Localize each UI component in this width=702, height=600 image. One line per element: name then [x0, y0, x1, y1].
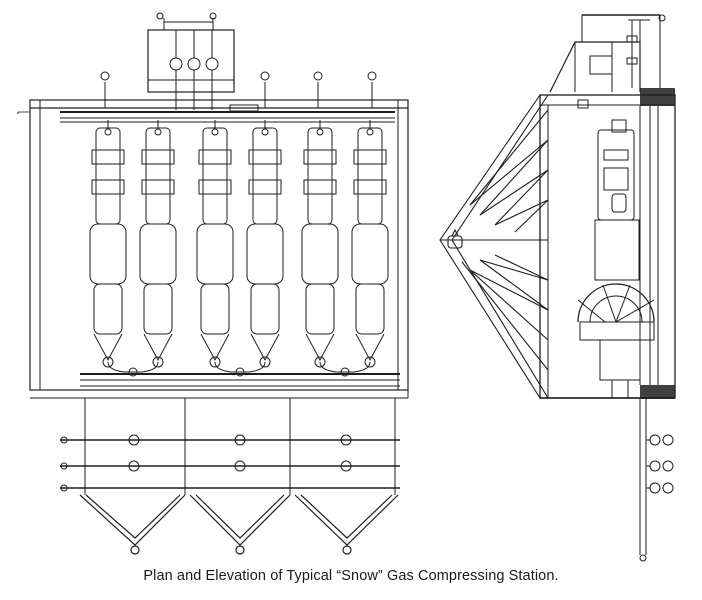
compressor-engine-left: [89, 120, 127, 368]
compressor-engine-right: [246, 120, 284, 368]
compressor-unit-1: [89, 120, 177, 377]
compressor-engine-right: [351, 120, 389, 368]
plan-meter-house: [147, 12, 235, 110]
plan-lower-header-pipes: [80, 373, 400, 387]
compressor-engine-left: [301, 120, 339, 368]
figure-caption: Plan and Elevation of Typical “Snow” Gas…: [143, 568, 559, 584]
plan-building-outline: [17, 99, 409, 399]
plan-view: [17, 12, 409, 555]
compressor-unit-3: [301, 120, 389, 377]
elevation-outlet-piping: [639, 398, 674, 562]
plan-external-piping: [60, 398, 400, 495]
plan-separator-manifolds: [79, 494, 399, 555]
elevation-view: [439, 14, 676, 562]
elevation-brick-wall: [639, 88, 675, 399]
elevation-stacks: [581, 14, 666, 88]
plan-header-pipes: [30, 71, 408, 123]
compressor-engine-left: [196, 120, 234, 368]
compressor-unit-2: [196, 120, 284, 377]
elevation-dome-truss: [439, 94, 549, 399]
elevation-compressor-engine: [577, 119, 655, 398]
compressor-engine-right: [139, 120, 177, 368]
